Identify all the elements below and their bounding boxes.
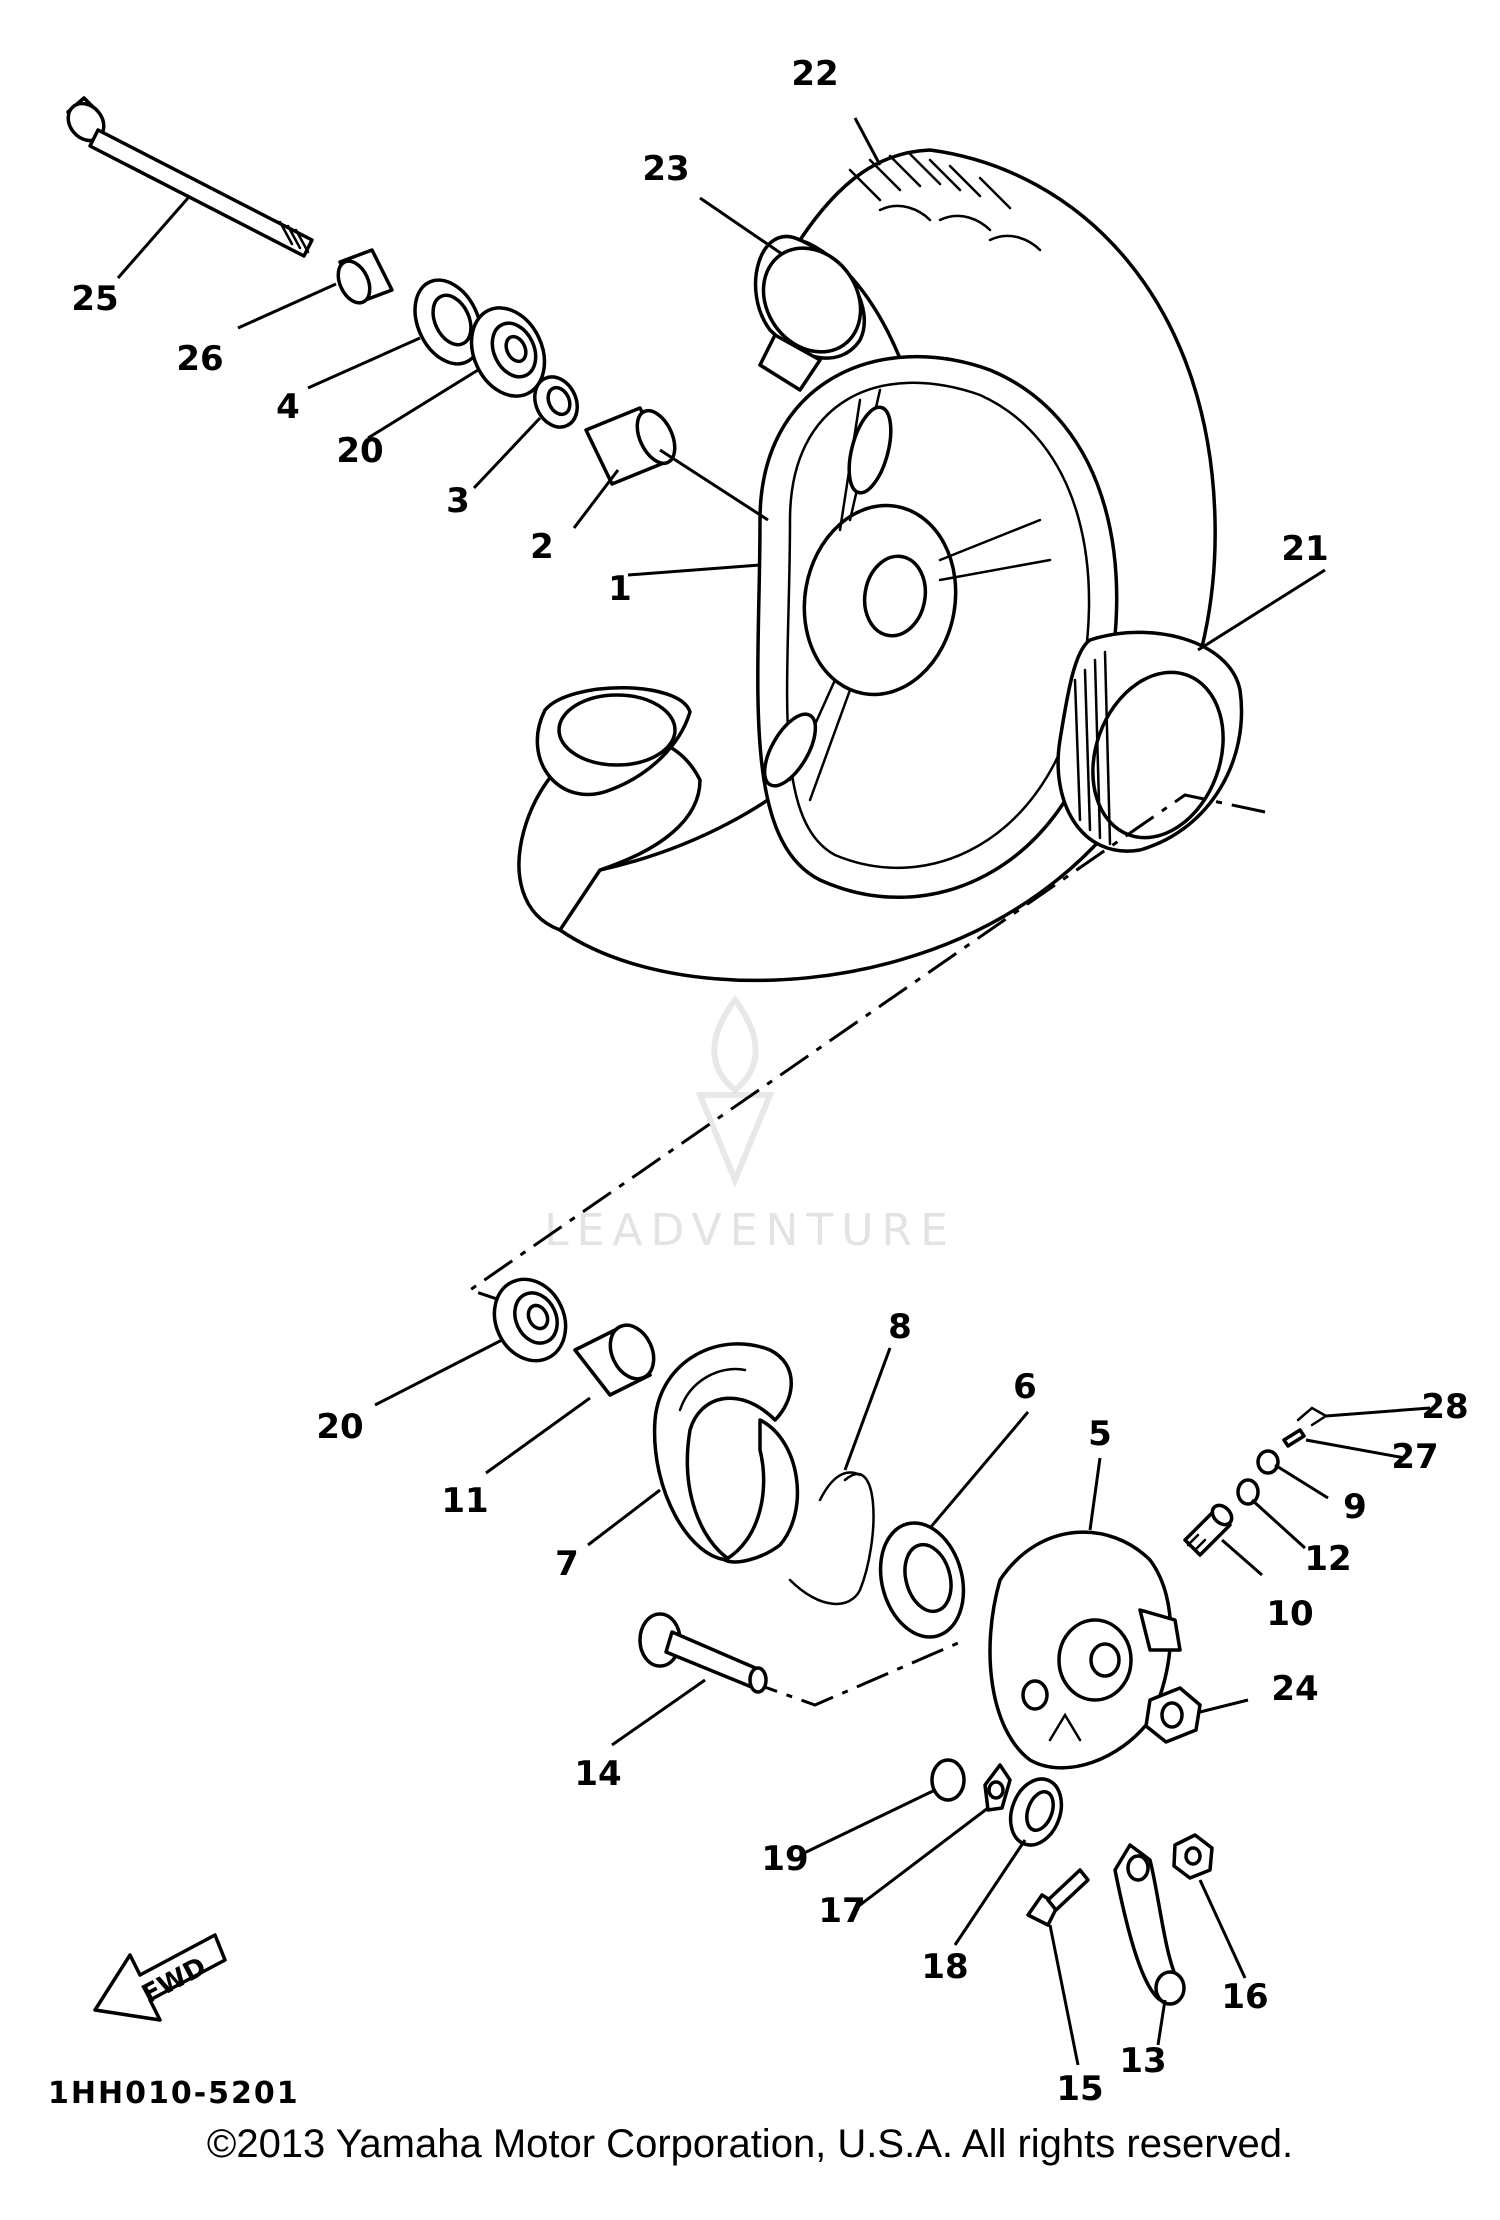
- rim-band-21: [1056, 630, 1244, 853]
- callout-11: 11: [441, 1481, 488, 1521]
- callout-4: 4: [276, 387, 300, 427]
- callout-3: 3: [446, 481, 470, 521]
- lever-13: [1113, 1843, 1186, 2006]
- callout-26: 26: [176, 339, 223, 379]
- callout-14: 14: [574, 1754, 621, 1794]
- bearing-20-upper: [469, 306, 547, 398]
- circlip-3: [533, 375, 579, 429]
- callout-13: 13: [1119, 2041, 1166, 2081]
- callout-19: 19: [761, 1839, 808, 1879]
- callout-8: 8: [888, 1307, 912, 1347]
- pin-27: [1282, 1428, 1306, 1448]
- washer-9: [1256, 1449, 1280, 1475]
- callout-17: 17: [818, 1891, 865, 1931]
- callout-22: 22: [791, 54, 838, 94]
- callout-15: 15: [1056, 2069, 1103, 2109]
- collar-26: [336, 248, 394, 305]
- axle-25: [66, 96, 314, 258]
- copyright-notice: ©2013 Yamaha Motor Corporation, U.S.A. A…: [206, 2122, 1294, 2166]
- diagram-code: 1HH010-5201: [48, 2076, 300, 2111]
- brake-shoe-7: [652, 1342, 800, 1564]
- callout-25: 25: [71, 279, 118, 319]
- watermark-text: LEADVENTURE: [544, 1205, 956, 1256]
- oil-seal-4: [413, 278, 483, 366]
- wheel-1: [756, 355, 1119, 900]
- callout-18: 18: [921, 1947, 968, 1987]
- callout-27: 27: [1391, 1437, 1438, 1477]
- callout-21: 21: [1281, 529, 1328, 569]
- bearing-20-lower: [492, 1277, 568, 1363]
- camshaft-14: [638, 1612, 768, 1694]
- callout-numbers: 25 26 4 20 3 2 1 22 23 21 20 11 7 8 6 5 …: [71, 54, 1468, 2109]
- nut-16: [1172, 1833, 1214, 1880]
- seal-18: [1008, 1777, 1064, 1847]
- tube-section-left: [535, 686, 692, 797]
- fwd-arrow-icon: FWD: [93, 1933, 227, 2022]
- callout-10: 10: [1266, 1594, 1313, 1634]
- callout-28: 28: [1421, 1387, 1468, 1427]
- pin-line: [744, 1638, 966, 1707]
- callout-7: 7: [555, 1544, 579, 1584]
- indicator-plate-17: [983, 1763, 1012, 1812]
- clip-28: [1296, 1406, 1329, 1427]
- spacer-2: [584, 406, 677, 486]
- callout-2: 2: [530, 527, 554, 567]
- callout-20-upper: 20: [336, 431, 383, 471]
- callout-5: 5: [1088, 1414, 1112, 1454]
- callout-16: 16: [1221, 1977, 1268, 2017]
- nut-24: [1144, 1686, 1202, 1744]
- callout-1: 1: [608, 569, 632, 609]
- callout-9: 9: [1343, 1487, 1367, 1527]
- callout-6: 6: [1013, 1367, 1037, 1407]
- washer-12: [1236, 1478, 1260, 1506]
- collar-11: [573, 1323, 656, 1397]
- watermark-logo: [695, 994, 775, 1188]
- callout-12: 12: [1304, 1539, 1351, 1579]
- callout-24: 24: [1271, 1669, 1318, 1709]
- brake-plate-5: [988, 1530, 1182, 1770]
- tube-23: [753, 234, 866, 392]
- callout-23: 23: [642, 149, 689, 189]
- return-spring-8: [788, 1471, 875, 1606]
- oil-seal-6: [878, 1521, 966, 1639]
- wear-indicator-10: [1183, 1503, 1234, 1557]
- washer-19: [930, 1758, 966, 1802]
- bolt-15: [1026, 1868, 1090, 1927]
- leader-lines: [116, 117, 1431, 2066]
- callout-20-lower: 20: [316, 1407, 363, 1447]
- assembly-line: [466, 793, 1266, 1307]
